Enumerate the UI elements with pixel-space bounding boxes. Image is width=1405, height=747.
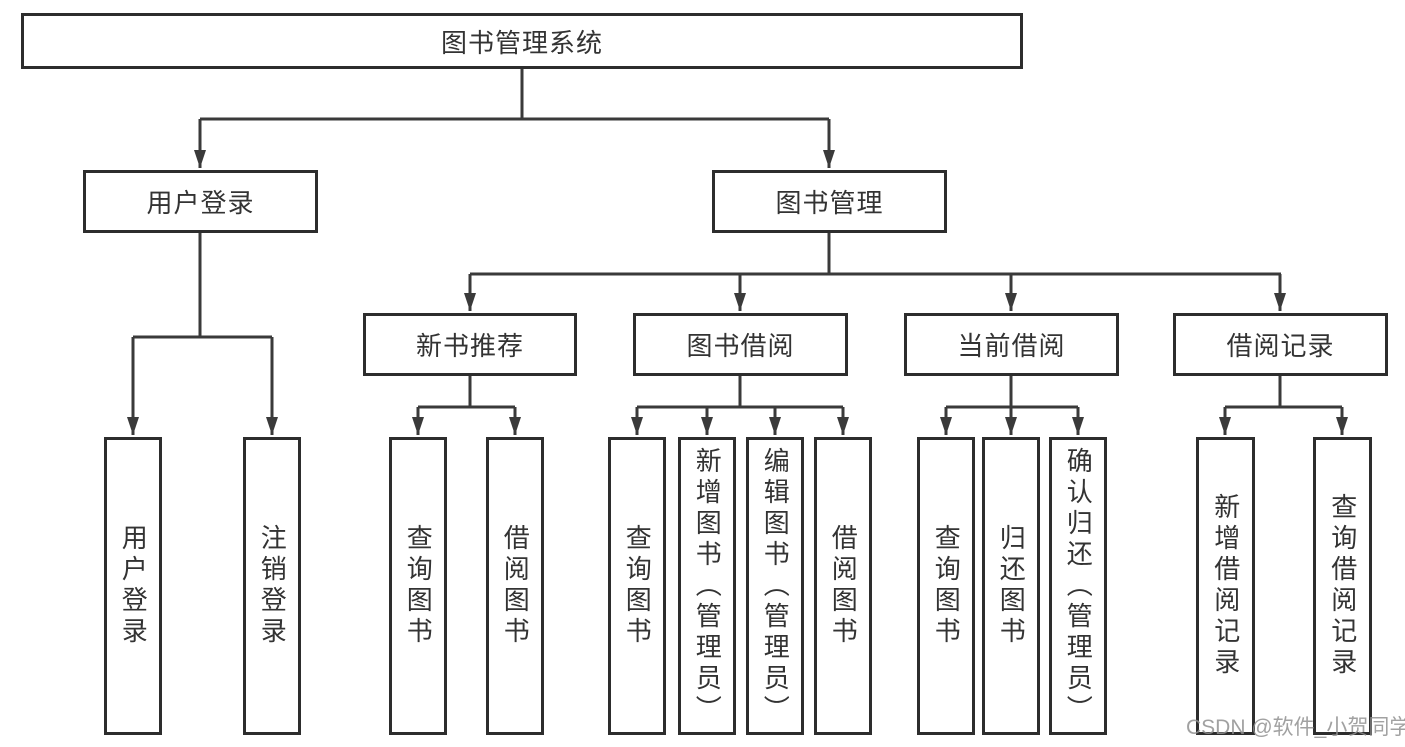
node-label: 新增图书（管理员） [692,446,723,726]
node-label: 图书管理系统 [440,27,603,58]
node-label: 用户登录 [146,188,255,218]
node-label: 图书借阅 [686,331,795,361]
leaf-return-books: 归还图书 [982,437,1040,735]
leaf-query-books: 查询图书 [389,437,447,735]
node-label: 用户登录 [118,524,149,648]
leaf-query-borrow-record: 查询借阅记录 [1313,437,1372,735]
node-label: 归还图书 [996,524,1027,648]
watermark: CSDN @软件_小贺同学 [1186,716,1405,739]
node-label: 查询图书 [931,524,962,648]
node-label: 查询借阅记录 [1327,493,1358,679]
node-label: 查询图书 [622,524,653,648]
leaf-borrow-books: 借阅图书 [814,437,872,735]
node-new-book-recommendation: 新书推荐 [363,313,577,376]
leaf-confirm-return-admin: 确认归还（管理员） [1049,437,1107,735]
node-label: 编辑图书（管理员） [760,446,791,726]
node-label: 借阅记录 [1226,331,1335,361]
node-library-management-system: 图书管理系统 [21,13,1023,69]
node-user-login: 用户登录 [83,170,318,233]
node-label: 新书推荐 [415,331,524,361]
node-label: 借阅图书 [828,524,859,648]
leaf-logout: 注销登录 [243,437,301,735]
leaf-query-books: 查询图书 [917,437,975,735]
node-label: 确认归还（管理员） [1063,446,1094,726]
node-borrowing-records: 借阅记录 [1173,313,1388,376]
leaf-add-books-admin: 新增图书（管理员） [678,437,736,735]
node-label: 当前借阅 [957,331,1066,361]
leaf-add-borrow-record: 新增借阅记录 [1196,437,1255,735]
node-label: 新增借阅记录 [1210,493,1241,679]
node-label: 查询图书 [403,524,434,648]
node-label: 注销登录 [257,524,288,648]
node-book-borrowing: 图书借阅 [633,313,848,376]
leaf-edit-books-admin: 编辑图书（管理员） [746,437,804,735]
leaf-borrow-books: 借阅图书 [486,437,544,735]
node-current-borrowing: 当前借阅 [904,313,1119,376]
leaf-query-books: 查询图书 [608,437,666,735]
connector-rails [133,69,1342,409]
node-label: 借阅图书 [500,524,531,648]
node-book-management: 图书管理 [712,170,947,233]
node-label: 图书管理 [775,188,884,218]
leaf-user-login: 用户登录 [104,437,162,735]
